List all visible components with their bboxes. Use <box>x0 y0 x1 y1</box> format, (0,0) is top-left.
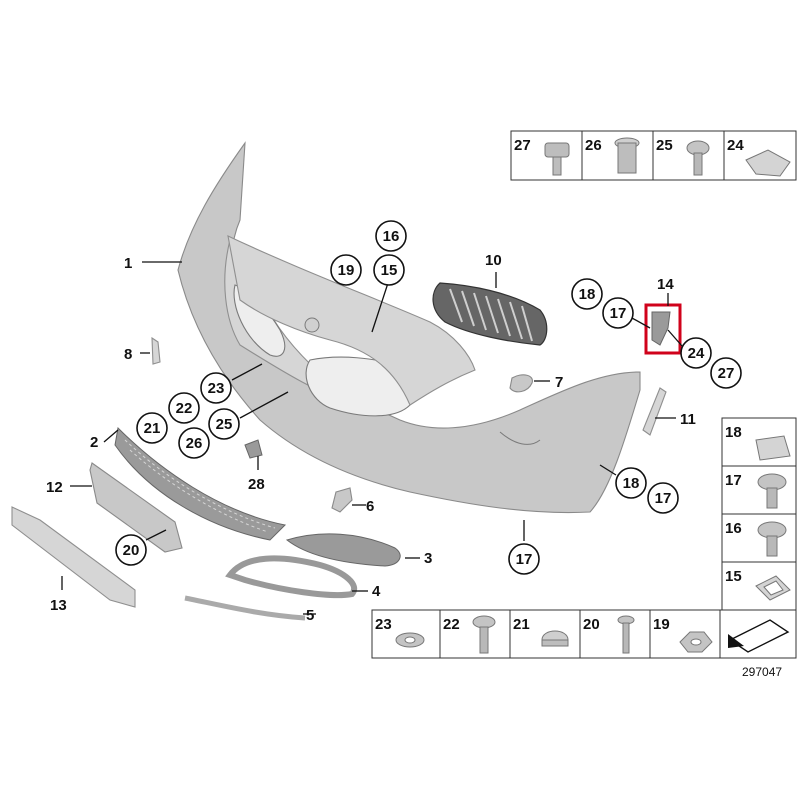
svg-text:19: 19 <box>338 262 355 279</box>
circled-label-17-bottom: 17 <box>508 543 540 575</box>
svg-text:27: 27 <box>718 365 735 382</box>
svg-text:17: 17 <box>516 551 533 568</box>
part-7-tow-eye-cover <box>509 374 533 393</box>
label-5: 5 <box>306 607 314 624</box>
part-11-side-trim <box>642 387 667 436</box>
table-right-17: 17 <box>725 472 742 489</box>
part-10-kidney-grille <box>432 282 548 346</box>
fastener-26-icon <box>614 137 640 174</box>
part-5-trim-strip <box>184 595 306 621</box>
part-12-license-bracket <box>89 462 183 553</box>
table-bottom-21: 21 <box>513 616 530 633</box>
fastener-table-top: 27 26 25 24 <box>510 130 797 181</box>
circled-label-26: 26 <box>178 427 210 459</box>
circled-label-19: 19 <box>330 254 362 286</box>
circled-label-25: 25 <box>208 408 240 440</box>
svg-text:25: 25 <box>216 416 233 433</box>
circled-label-22: 22 <box>168 392 200 424</box>
label-6: 6 <box>366 498 374 515</box>
part-3-grille-insert <box>285 533 401 567</box>
circled-labels: 16 19 15 18 17 24 27 23 22 21 26 25 18 1… <box>115 220 742 575</box>
circled-label-17-right: 17 <box>647 482 679 514</box>
table-top-24: 24 <box>727 137 744 154</box>
label-8: 8 <box>124 346 132 363</box>
fastener-25-icon <box>686 140 710 176</box>
circled-label-21: 21 <box>136 412 168 444</box>
pointer-arrow-icon <box>728 619 790 653</box>
svg-text:15: 15 <box>381 262 398 279</box>
fastener-table-right: 18 17 16 15 <box>721 417 797 611</box>
svg-text:24: 24 <box>688 345 705 362</box>
circled-label-18-right: 18 <box>615 467 647 499</box>
part-2-lower-grille <box>114 426 287 541</box>
table-right-18: 18 <box>725 424 742 441</box>
label-7: 7 <box>555 374 563 391</box>
circled-label-20: 20 <box>115 534 147 566</box>
svg-text:17: 17 <box>610 305 627 322</box>
circled-label-24: 24 <box>680 337 712 369</box>
table-top-27: 27 <box>514 137 531 154</box>
fastener-15-icon <box>755 575 791 601</box>
fastener-17-icon <box>757 473 787 509</box>
table-bottom-20: 20 <box>583 616 600 633</box>
circled-label-27: 27 <box>710 357 742 389</box>
table-top-26: 26 <box>585 137 602 154</box>
label-13: 13 <box>50 597 67 614</box>
table-bottom-19: 19 <box>653 616 670 633</box>
label-4: 4 <box>372 583 381 600</box>
circled-label-15: 15 <box>373 254 405 286</box>
svg-text:16: 16 <box>383 228 400 245</box>
fastener-27-icon <box>544 142 570 176</box>
svg-text:20: 20 <box>123 542 140 559</box>
fastener-19-icon <box>679 631 713 653</box>
svg-text:22: 22 <box>176 400 193 417</box>
part-6-bracket <box>331 487 353 513</box>
reference-number: 297047 <box>742 665 782 679</box>
circled-label-23: 23 <box>200 372 232 404</box>
fastener-22-icon <box>472 615 496 654</box>
highlight-box <box>644 303 682 355</box>
table-bottom-22: 22 <box>443 616 460 633</box>
fastener-24-icon <box>745 149 791 177</box>
table-right-15: 15 <box>725 568 742 585</box>
circled-label-18-top: 18 <box>571 278 603 310</box>
label-2: 2 <box>90 434 98 451</box>
part-8-side-reflector <box>151 336 161 365</box>
table-bottom-23: 23 <box>375 616 392 633</box>
label-28: 28 <box>248 476 265 493</box>
label-12: 12 <box>46 479 63 496</box>
fastener-20-icon <box>617 615 635 654</box>
fastener-16-icon <box>757 521 787 557</box>
part-28-clip <box>244 439 263 459</box>
fastener-21-icon <box>541 630 569 647</box>
table-top-25: 25 <box>656 137 673 154</box>
part-13-license-plate-base <box>11 506 136 608</box>
svg-text:18: 18 <box>579 286 596 303</box>
svg-text:17: 17 <box>655 490 672 507</box>
leader-lines <box>61 261 683 615</box>
label-11: 11 <box>680 411 696 428</box>
part-bumper-carrier <box>227 235 476 406</box>
label-14: 14 <box>657 276 674 293</box>
svg-text:18: 18 <box>623 475 640 492</box>
table-right-16: 16 <box>725 520 742 537</box>
svg-text:26: 26 <box>186 435 203 452</box>
svg-text:21: 21 <box>144 420 161 437</box>
label-3: 3 <box>424 550 432 567</box>
part-4-trim-ring <box>225 555 357 599</box>
fastener-18-icon <box>755 435 791 461</box>
plain-labels: 1 2 3 4 5 6 7 8 10 11 12 13 14 28 <box>46 252 696 624</box>
label-1: 1 <box>124 255 132 272</box>
label-10: 10 <box>485 252 502 269</box>
fastener-23-icon <box>395 632 425 648</box>
circled-label-17-top: 17 <box>602 297 634 329</box>
fastener-table-bottom: 23 22 21 20 19 <box>371 609 797 659</box>
svg-text:23: 23 <box>208 380 225 397</box>
circled-label-16: 16 <box>375 220 407 252</box>
part-14-bracket <box>651 311 671 346</box>
